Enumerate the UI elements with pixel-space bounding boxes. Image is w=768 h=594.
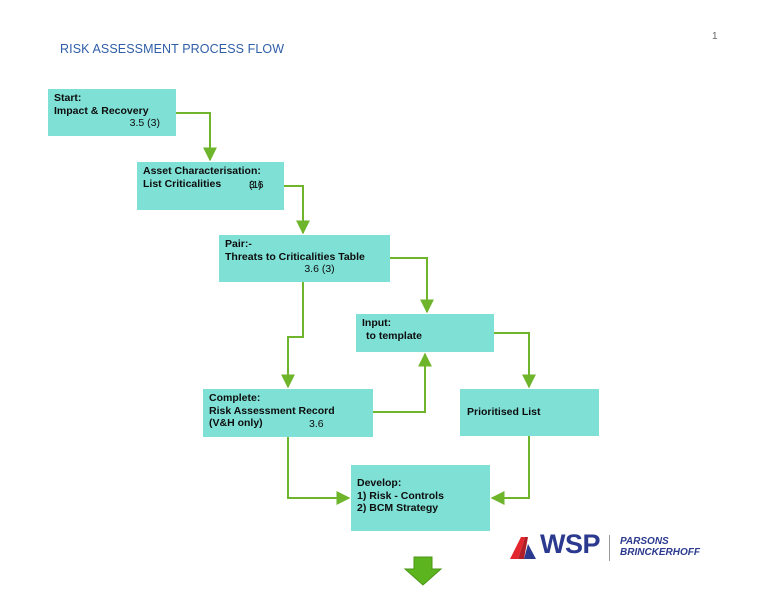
process-box-complete: Complete: Risk Assessment Record (V&H on… (203, 389, 373, 437)
box-reference: 3.5 (3) (129, 117, 160, 129)
box-text: 1) Risk - Controls (357, 489, 444, 502)
box-text-continued: (1) (249, 179, 262, 191)
box-text: Impact & Recovery (54, 104, 149, 117)
box-text: List Criticalities (143, 177, 222, 190)
process-box-asset-characterisation: Asset Characterisation: List Criticaliti… (137, 162, 284, 210)
logo-divider (609, 535, 610, 561)
box-reference: 3.6 (249, 179, 264, 191)
box-text: Risk Assessment Record (209, 404, 335, 417)
connector-input-to-prioritised (494, 332, 536, 389)
box-heading: Pair:- (225, 238, 252, 250)
page-title: RISK ASSESSMENT PROCESS FLOW (60, 42, 285, 56)
process-box-prioritised-list: Prioritised List (460, 389, 599, 436)
box-heading: Develop: (357, 477, 402, 489)
wsp-logo-mark-icon (510, 537, 536, 559)
logo-wordmark: WSP (540, 529, 601, 559)
company-logo: WSP PARSONS BRINCKERHOFF (508, 529, 728, 564)
logo-partner-line1: PARSONS (620, 536, 669, 547)
page-number: 1 (712, 31, 718, 42)
connector-complete-to-input (373, 352, 432, 413)
box-text-continued: (V&H only) (209, 417, 263, 429)
logo-partner-line2: BRINCKERHOFF (620, 547, 700, 558)
box-text: to template (366, 329, 423, 342)
connector-pair-to-input (390, 257, 434, 314)
connector-asset-to-pair (284, 185, 310, 235)
box-heading: Complete: (209, 392, 261, 404)
process-box-develop: Develop: 1) Risk - Controls 2) BCM Strat… (351, 465, 490, 531)
connector-complete-to-develop (287, 437, 351, 505)
box-heading: Asset Characterisation: (143, 165, 261, 177)
box-heading: Start: (54, 92, 82, 104)
process-box-start: Start: Impact & Recovery 3.5 (3) (48, 89, 176, 136)
box-heading: Input: (362, 317, 392, 329)
box-reference: 3.6 (309, 418, 324, 430)
connector-start-to-asset (176, 112, 217, 162)
process-box-input: Input: to template (356, 314, 494, 352)
box-heading: Prioritised List (467, 406, 541, 419)
logo-partner-name: PARSONS BRINCKERHOFF (620, 536, 700, 558)
box-text-continued: 2) BCM Strategy (357, 502, 439, 514)
box-text: Threats to Criticalities Table (225, 250, 365, 263)
connector-pair-to-complete (281, 282, 304, 389)
box-reference: 3.6 (3) (304, 263, 335, 275)
connector-prioritised-to-develop (490, 436, 530, 505)
down-arrow-icon (403, 556, 443, 586)
process-box-pair: Pair:- Threats to Criticalities Table 3.… (219, 235, 390, 282)
